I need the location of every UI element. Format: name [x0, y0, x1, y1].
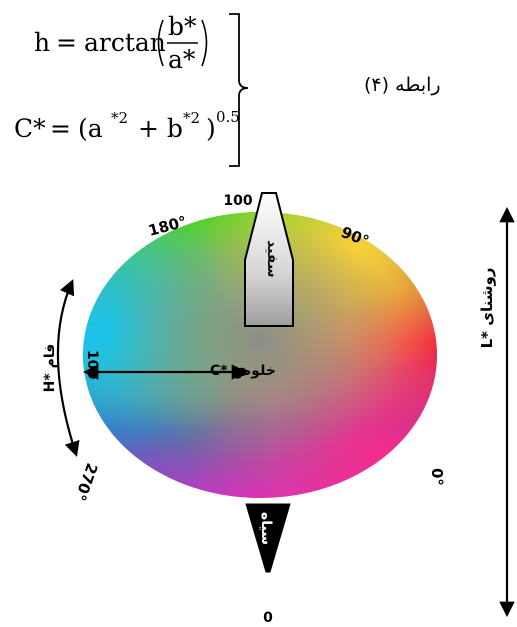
- chroma-equals: =: [50, 114, 71, 143]
- black-cone: [245, 503, 291, 573]
- chroma-max-value: 100: [84, 350, 100, 379]
- white-bottom-value: 0: [232, 367, 248, 377]
- chroma-exp-a: *2: [111, 109, 128, 127]
- hue-function: arctan: [84, 28, 166, 57]
- hue-equation: h = arctan b* a*: [34, 12, 208, 74]
- left-paren: [157, 19, 164, 67]
- hue-arc-arrow: [56, 279, 80, 457]
- right-paren: [201, 19, 208, 67]
- white-spindle: [244, 192, 294, 327]
- chroma-plus: + b: [138, 114, 183, 143]
- chroma-close: ): [206, 114, 216, 143]
- lightness-label: روشنای *L: [478, 268, 496, 349]
- hue-wheel: [83, 212, 437, 498]
- hue-denominator: a*: [168, 45, 196, 74]
- relation-label: رابطه (۴): [364, 74, 441, 96]
- black-label: سیاه: [258, 512, 274, 545]
- hue-lhs: h: [34, 28, 50, 57]
- chroma-equation: C* = (a *2 + b *2 ) 0.5: [14, 108, 240, 143]
- angle-0-label: 0°: [428, 468, 446, 486]
- chroma-exp-b: *2: [183, 109, 200, 127]
- black-value: 0: [263, 610, 273, 626]
- white-label: سفید: [264, 240, 280, 278]
- angle-270-label: 270°: [71, 461, 101, 504]
- chroma-open: (a: [78, 114, 103, 143]
- hue-equals: =: [56, 28, 77, 57]
- equation-brace: [229, 13, 249, 167]
- chroma-exp-outer: 0.5: [216, 108, 240, 126]
- hue-label: فام *H: [42, 344, 58, 393]
- hue-numerator: b*: [168, 12, 197, 41]
- chroma-label: خلوص *C: [210, 363, 276, 379]
- chroma-lhs: C*: [14, 114, 46, 143]
- white-top-value: 100: [223, 193, 252, 209]
